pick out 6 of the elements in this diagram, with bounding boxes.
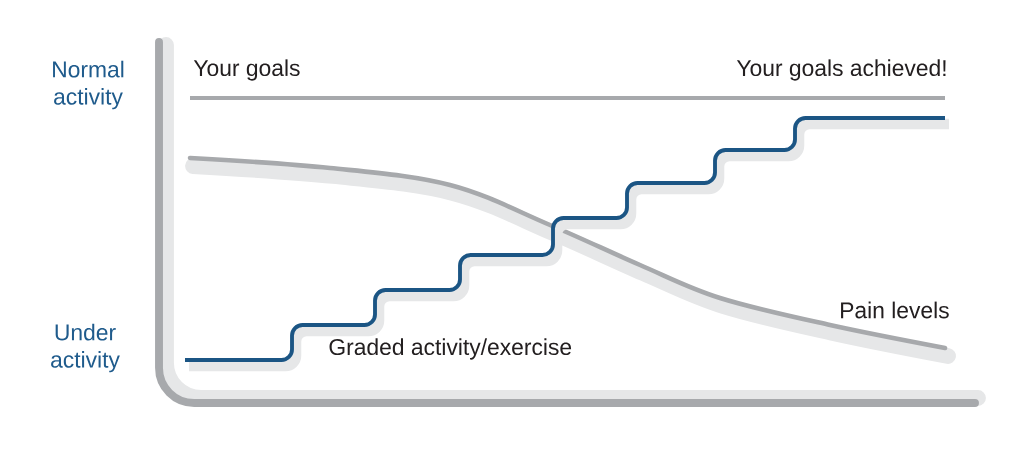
goal-label: Your goals: [193, 59, 300, 81]
axis-label: Under activity: [51, 323, 120, 373]
goal-label: Your goals achieved!: [736, 59, 946, 81]
axis-label: Normal activity: [53, 60, 124, 110]
curve-label: Pain levels: [841, 301, 949, 319]
curve-label: Graded activity/exercise: [329, 338, 572, 360]
